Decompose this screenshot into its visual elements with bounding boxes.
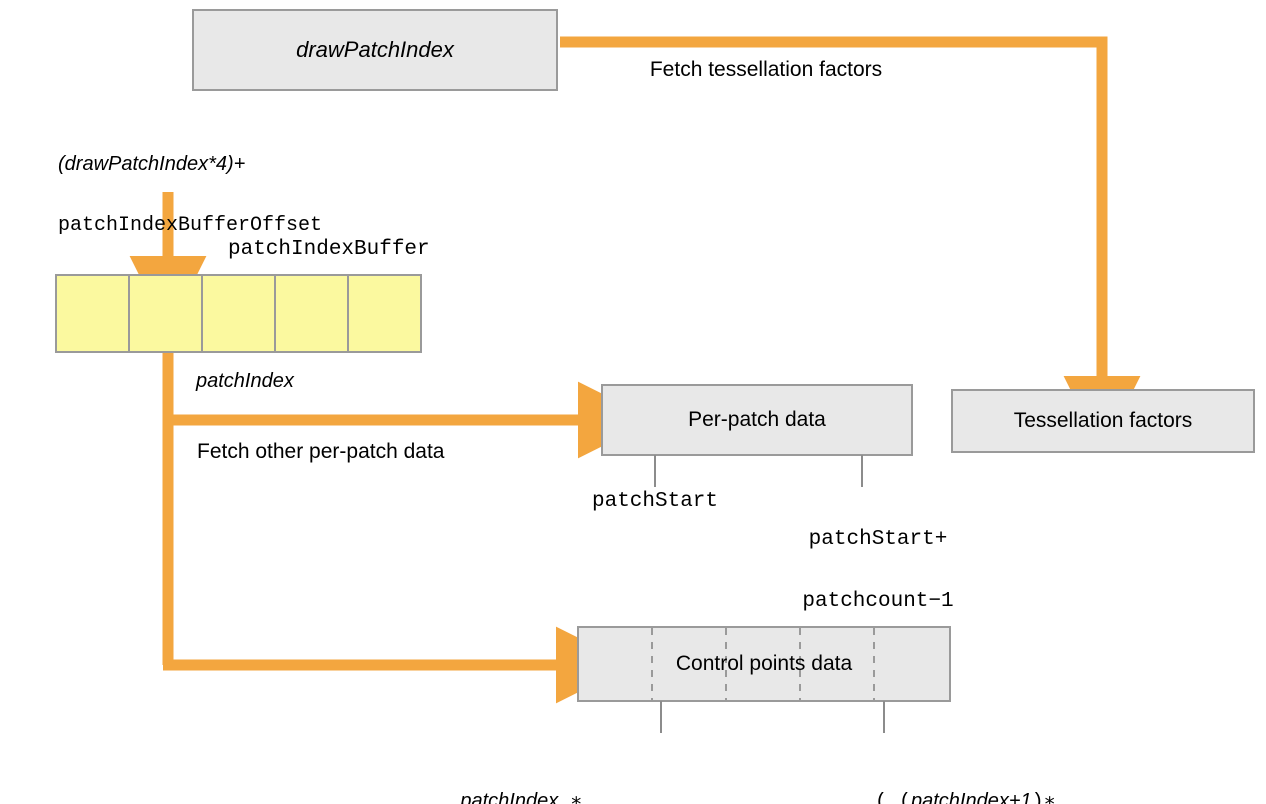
control-points-end-italic: patchIndex+1 bbox=[910, 789, 1032, 804]
per-patch-end-label: patchStart+ patchcount−1 bbox=[802, 490, 953, 653]
control-points-end-open-paren: ( ( bbox=[874, 790, 911, 804]
box-control-points-data bbox=[577, 626, 951, 702]
edge-label-fetch-tessellation-factors: Fetch tessellation factors bbox=[649, 58, 883, 81]
per-patch-start-label: patchStart bbox=[591, 490, 719, 513]
box-per-patch-data bbox=[601, 384, 913, 456]
edge-label-fetch-other-per-patch-data: Fetch other per-patch data bbox=[197, 440, 445, 463]
box-tessellation-factors bbox=[951, 389, 1255, 453]
buffer-cell bbox=[274, 274, 349, 353]
control-points-start-operator: ∗ bbox=[558, 790, 583, 804]
edge-label-patch-index: patchIndex bbox=[196, 370, 294, 392]
control-points-end-label-line1: ( (patchIndex+1)∗ bbox=[784, 771, 1120, 804]
arrow-fetch-tessellation-factors bbox=[560, 36, 1141, 453]
offset-label-line1: (drawPatchIndex*4)+ bbox=[58, 152, 246, 175]
patch-index-buffer bbox=[55, 274, 422, 353]
box-draw-patch-index bbox=[192, 9, 558, 91]
patch-index-buffer-label: patchIndexBuffer bbox=[228, 238, 430, 261]
per-patch-end-label-line2: patchcount−1 bbox=[802, 590, 954, 614]
buffer-cell bbox=[55, 274, 130, 353]
control-points-end-label: ( (patchIndex+1)∗ numberOfPatchControlPo… bbox=[784, 733, 1120, 804]
control-points-start-italic: patchIndex bbox=[460, 789, 559, 804]
control-points-start-label-line1: patchIndex ∗ bbox=[358, 771, 658, 804]
buffer-cell bbox=[347, 274, 422, 353]
control-points-dividers bbox=[651, 628, 875, 700]
offset-label: (drawPatchIndex*4)+ patchIndexBufferOffs… bbox=[58, 115, 322, 275]
offset-label-line2: patchIndexBufferOffset bbox=[58, 214, 323, 238]
per-patch-end-label-line1: patchStart+ bbox=[808, 527, 948, 551]
buffer-cell bbox=[128, 274, 203, 353]
control-points-start-label: patchIndex ∗ numberOfPatchControlPonts bbox=[358, 733, 658, 804]
control-points-end-close-paren: )∗ bbox=[1031, 790, 1056, 804]
buffer-cell bbox=[201, 274, 276, 353]
